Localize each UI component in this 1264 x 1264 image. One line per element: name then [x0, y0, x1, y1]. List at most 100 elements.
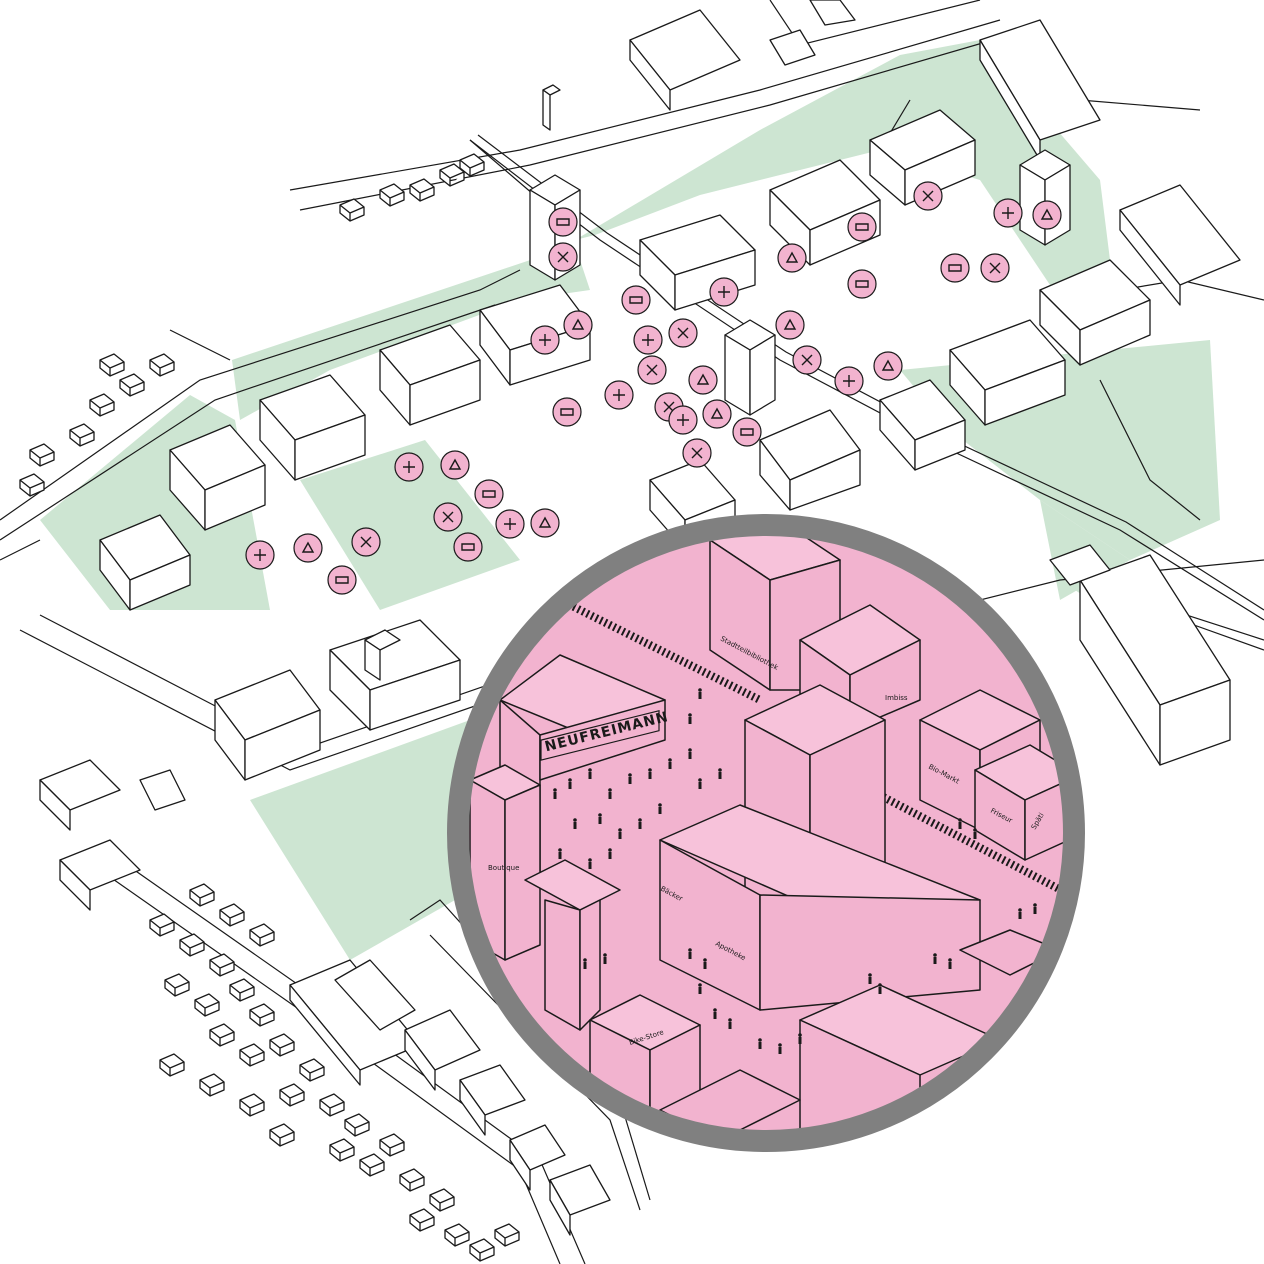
house — [469, 1238, 495, 1262]
block-25 — [289, 959, 421, 1086]
block-18 — [1079, 554, 1231, 766]
house — [279, 1083, 305, 1107]
cafe-icon — [433, 502, 463, 532]
block-30 — [549, 1164, 611, 1236]
block-13 — [879, 379, 966, 471]
house — [194, 993, 220, 1017]
person — [618, 828, 622, 839]
person — [1018, 908, 1022, 919]
restaurant-table-icon — [633, 325, 663, 355]
zoom-building-boutique: Boutique — [469, 764, 541, 961]
block-22 — [39, 759, 121, 831]
person — [553, 788, 557, 799]
person — [588, 858, 592, 869]
house — [359, 1153, 385, 1177]
block-24 — [139, 769, 186, 811]
office-desk-icon — [847, 212, 877, 242]
house — [29, 443, 55, 467]
gift-icon — [847, 269, 877, 299]
bird-icon — [245, 540, 275, 570]
person — [598, 813, 602, 824]
poi-markers — [245, 181, 1062, 595]
painting-easel-icon — [913, 181, 943, 211]
people-group-icon — [548, 242, 578, 272]
person — [698, 778, 702, 789]
block-5 — [479, 284, 591, 386]
person — [573, 818, 577, 829]
person — [698, 688, 702, 699]
person — [718, 768, 722, 779]
person — [798, 1033, 802, 1044]
bread-icon — [495, 509, 525, 539]
sausage-icon — [327, 565, 357, 595]
house — [409, 1208, 435, 1232]
block-2 — [214, 669, 321, 781]
house — [429, 1188, 455, 1212]
block-27 — [404, 1009, 481, 1091]
house — [69, 423, 95, 447]
house — [379, 1133, 405, 1157]
meat-icon — [702, 399, 732, 429]
block-28 — [459, 1064, 526, 1136]
zoom-building-block: Bäcker Apotheke — [659, 804, 981, 1011]
house — [89, 393, 115, 417]
walking-person-icon — [834, 366, 864, 396]
person — [758, 1038, 762, 1049]
person — [588, 768, 592, 779]
small-houses — [19, 153, 520, 1262]
house — [189, 883, 215, 907]
person — [648, 768, 652, 779]
person — [958, 818, 962, 829]
house — [409, 178, 435, 202]
block-17 — [1119, 184, 1241, 306]
house — [379, 183, 405, 207]
house — [99, 353, 125, 377]
house — [239, 1043, 265, 1067]
artist-easel-icon — [351, 527, 381, 557]
vending-machine-icon — [637, 355, 667, 385]
house — [199, 1073, 225, 1097]
shopping-cart-icon — [980, 253, 1010, 283]
buildings — [39, 0, 1241, 1236]
person — [688, 713, 692, 724]
person — [878, 983, 882, 994]
house — [459, 153, 485, 177]
glasses-icon — [668, 405, 698, 435]
zoom-inset: NEUFREIMANN Stadtteilbibliothek Imbiss — [447, 514, 1085, 1152]
house — [344, 1113, 370, 1137]
scissors-icon — [792, 345, 822, 375]
tower-3 — [1019, 149, 1071, 246]
groceries-basket-icon — [1032, 200, 1062, 230]
block-14 — [759, 409, 861, 511]
block-29 — [509, 1124, 566, 1191]
tower-4 — [364, 629, 401, 681]
market-basket-icon — [440, 450, 470, 480]
person — [973, 828, 977, 839]
ice-cream-icon — [474, 479, 504, 509]
tower-5 — [542, 84, 561, 131]
block-26 — [334, 959, 416, 1031]
block-7 — [99, 514, 191, 611]
person — [688, 748, 692, 759]
house — [19, 473, 45, 497]
block-23 — [59, 839, 141, 911]
house — [249, 1003, 275, 1027]
person — [703, 958, 707, 969]
house — [339, 198, 365, 222]
person — [688, 948, 692, 959]
person — [603, 953, 607, 964]
block-8 — [639, 214, 756, 311]
zoom-ring — [447, 514, 1085, 1152]
dance-icon — [668, 318, 698, 348]
block-3 — [379, 324, 481, 426]
person — [933, 953, 937, 964]
burger-icon — [394, 452, 424, 482]
vegetables-icon — [940, 253, 970, 283]
person — [568, 778, 572, 789]
dog-icon — [293, 533, 323, 563]
person — [868, 973, 872, 984]
bicycle-icon — [732, 417, 762, 447]
coffee-cup-icon — [552, 397, 582, 427]
block-12 — [949, 319, 1066, 426]
